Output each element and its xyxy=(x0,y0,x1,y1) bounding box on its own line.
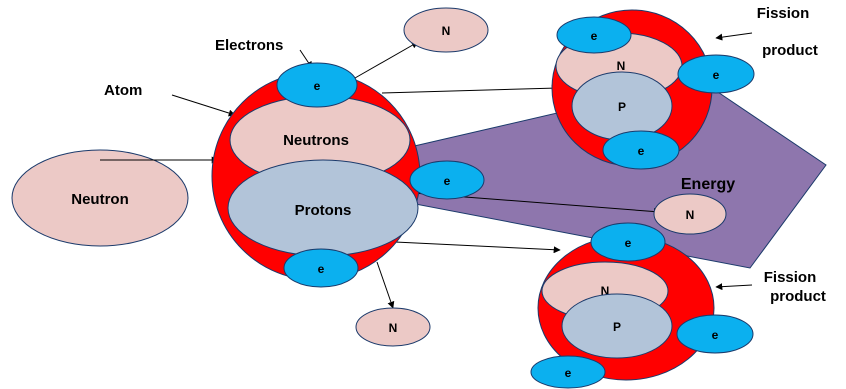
arrow-to-fission-product-1 xyxy=(381,84,559,94)
atom-label: Atom xyxy=(104,82,142,99)
fission-product-2-neutrons-label: N xyxy=(601,284,610,298)
fission-product-1-label-line2: product xyxy=(762,42,818,59)
arrow-to-fission-product-2 xyxy=(394,241,561,254)
electron-atom-right xyxy=(409,160,485,200)
atom-protons-label: Protons xyxy=(295,202,352,219)
electron-fp2-top xyxy=(590,222,666,262)
free-neutron-bottom xyxy=(355,307,431,347)
arrow-to-bottom-neutron xyxy=(376,261,395,309)
arrow-fission-label-2 xyxy=(715,283,753,291)
fission-product-2-protons xyxy=(561,293,673,359)
incoming-neutron xyxy=(11,149,189,247)
electron-fp2-bottom-label: e xyxy=(565,366,572,380)
electron-atom-right-label: e xyxy=(444,174,451,188)
electron-atom-top xyxy=(276,62,358,108)
electron-atom-bottom xyxy=(283,248,359,288)
electron-fp2-right xyxy=(676,314,754,354)
incoming-neutron-label: Neutron xyxy=(71,191,129,208)
free-neutron-bottom-label: N xyxy=(389,321,398,335)
electron-fp1-top xyxy=(556,16,632,54)
free-neutron-top xyxy=(403,7,489,53)
electron-atom-bottom-label: e xyxy=(318,262,325,276)
arrow-fission-label-1 xyxy=(715,32,753,41)
fission-product-2-protons-label: P xyxy=(613,320,621,334)
free-neutron-middle-label: N xyxy=(686,208,695,222)
electron-fp1-right-label: e xyxy=(713,68,720,82)
electron-fp1-bottom xyxy=(602,130,680,170)
electron-fp2-top-label: e xyxy=(625,236,632,250)
fission-product-2-label-line1: Fission xyxy=(764,269,817,286)
electron-atom-top-label: e xyxy=(314,79,321,93)
electron-fp1-bottom-label: e xyxy=(638,144,645,158)
arrow-atom-label xyxy=(171,94,236,117)
electron-fp1-top-label: e xyxy=(591,29,598,43)
atom-neutrons-label: Neutrons xyxy=(283,132,349,149)
fission-product-1-protons-label: P xyxy=(618,100,626,114)
energy-label: Energy xyxy=(681,176,735,193)
fission-product-1-label-line1: Fission xyxy=(757,5,810,22)
free-neutron-middle xyxy=(653,193,727,235)
electrons-label: Electrons xyxy=(215,37,283,54)
fission-product-2-label-line2: product xyxy=(770,288,826,305)
fission-product-1-neutrons-label: N xyxy=(617,59,626,73)
electron-fp1-right xyxy=(677,54,755,94)
electron-fp2-bottom xyxy=(530,355,606,389)
electron-fp2-right-label: e xyxy=(712,328,719,342)
free-neutron-top-label: N xyxy=(442,24,451,38)
arrow-to-top-neutron xyxy=(354,41,419,79)
